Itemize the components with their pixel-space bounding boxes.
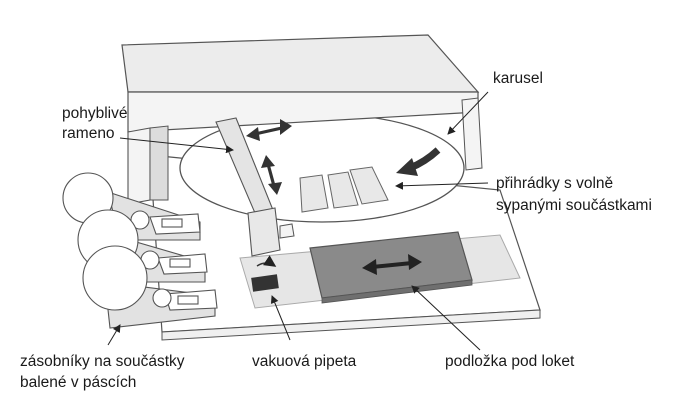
moving-arm: [215, 117, 295, 257]
tape-feeders: [62, 172, 218, 329]
label-compartments-line2: sypanými součástkami: [496, 197, 652, 214]
label-arm-line1: pohyblivé: [62, 105, 128, 122]
pad-double-arrow: [362, 254, 422, 275]
label-arm-line2: rameno: [62, 125, 115, 142]
leader-lines: [107, 91, 489, 351]
label-feeders-line1: zásobníky na součástky: [20, 353, 185, 370]
arm-horizontal-arrow: [246, 119, 292, 141]
label-compartments-line1: přihrádky s volně: [496, 175, 613, 192]
label-karusel: karusel: [493, 70, 543, 87]
label-feeders-line2: balené v páscích: [20, 374, 136, 391]
vacuum-pipette-chip: [251, 255, 279, 292]
label-pad: podložka pod loket: [445, 353, 575, 370]
compartments: [299, 166, 389, 213]
label-pipette: vakuová pipeta: [252, 353, 357, 370]
arm-vertical-arrow: [261, 155, 282, 195]
